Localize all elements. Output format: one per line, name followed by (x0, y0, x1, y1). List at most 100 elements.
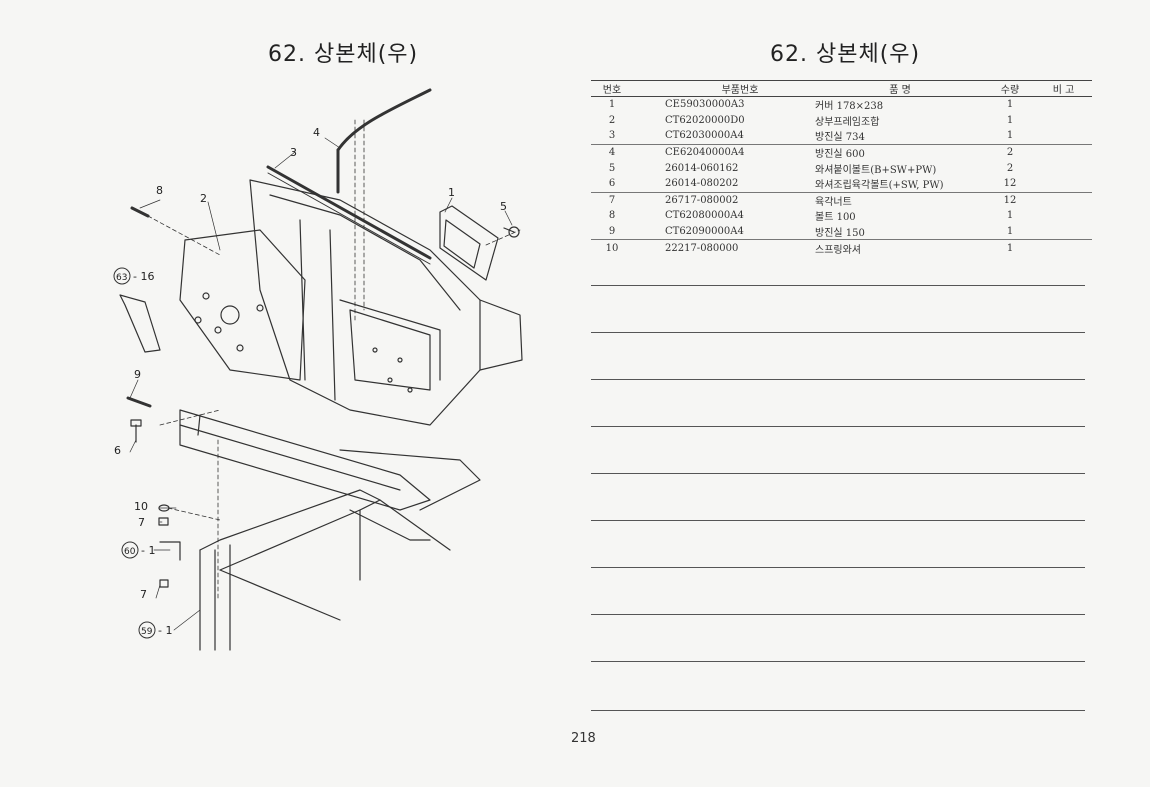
table-row: 9 CT62090000A4 방진실 150 1 (591, 224, 1092, 240)
table-row: 10 22217-080000 스프링와셔 1 (591, 239, 1092, 256)
callout-6: 6 (114, 444, 121, 457)
ref-59-circle (138, 621, 156, 639)
row-remarks (1035, 128, 1092, 144)
bolt-100 (130, 206, 150, 218)
row-remarks (1035, 160, 1092, 176)
row-name: 와셔조립육각볼트(+SW, PW) (815, 180, 944, 192)
header-no: 번호 (591, 80, 633, 97)
row-qty: 1 (1006, 226, 1014, 238)
row-no: 1 (608, 99, 616, 111)
table-row: 8 CT62080000A4 볼트 100 1 (591, 208, 1092, 224)
row-remarks (1035, 191, 1092, 209)
ref-63: 63 (116, 273, 127, 283)
row-part-no: CE59030000A3 (665, 99, 745, 111)
ref-59-suffix: - 1 (158, 624, 172, 637)
callout-7b: 7 (140, 588, 147, 601)
row-name: 방진실 150 (815, 228, 865, 240)
parts-diagram: 1 2 3 4 5 6 7 7 8 9 10 63 - 16 60 - 1 59… (113, 88, 523, 651)
page-title-left: 62. 상본체(우) (268, 42, 419, 67)
parts-table: 번호 부품번호 품 명 수량 비 고 1 CE59030000A3 커버 178… (591, 80, 1092, 256)
header-name: 품 명 (815, 80, 985, 97)
row-no: 9 (608, 226, 616, 238)
callout-2: 2 (200, 192, 207, 205)
blank-ruled-line (591, 285, 1085, 286)
row-part-no: 26014-080202 (665, 178, 739, 190)
row-remarks (1035, 143, 1092, 161)
callout-1: 1 (448, 186, 455, 199)
row-remarks (1035, 208, 1092, 224)
row-qty: 1 (1006, 210, 1014, 222)
row-qty: 1 (985, 239, 1035, 256)
table-row: 2 CT62020000D0 상부프레임조합 1 (591, 113, 1092, 129)
left-side-plate (179, 229, 306, 381)
callout-10: 10 (134, 500, 148, 513)
row-remarks (1035, 97, 1092, 113)
blank-ruled-line (591, 710, 1085, 711)
blank-ruled-line (591, 520, 1085, 521)
blank-ruled-line (591, 332, 1085, 333)
row-qty: 2 (1006, 162, 1014, 174)
lower-frame (199, 489, 381, 571)
row-no: 7 (591, 191, 633, 209)
callout-3: 3 (290, 146, 297, 159)
row-qty: 1 (1006, 99, 1014, 111)
blank-ruled-line (591, 614, 1085, 615)
row-qty: 12 (1003, 178, 1017, 190)
seal-strip-734 (266, 165, 432, 260)
row-part-no: CT62030000A4 (665, 130, 744, 142)
row-no: 5 (608, 162, 616, 174)
upper-frame (249, 179, 481, 426)
blank-ruled-line (591, 473, 1085, 474)
row-name: 방진실 734 (815, 132, 865, 144)
ref-60-circle (121, 541, 139, 559)
row-name: 커버 178×238 (815, 101, 884, 113)
row-no: 4 (591, 143, 633, 161)
row-name: 상부프레임조합 (815, 116, 880, 128)
callout-9: 9 (134, 368, 141, 381)
row-name: 스프링와셔 (815, 239, 985, 256)
row-part-no: 26717-080002 (633, 191, 815, 209)
row-remarks (1035, 224, 1092, 240)
row-qty: 2 (985, 143, 1035, 161)
row-qty: 12 (985, 191, 1035, 209)
blank-ruled-line (591, 379, 1085, 380)
blank-ruled-line (591, 661, 1085, 662)
header-qty: 수량 (985, 80, 1035, 97)
table-row: 5 26014-060162 와셔붙이볼트(B+SW+PW) 2 (591, 160, 1092, 176)
seal-strip-600 (336, 88, 432, 152)
row-remarks (1035, 239, 1092, 256)
page-number: 218 (571, 731, 596, 746)
header-remarks: 비 고 (1035, 80, 1092, 97)
page-title-right: 62. 상본체(우) (770, 42, 921, 67)
row-remarks (1035, 176, 1092, 192)
row-part-no: 26014-060162 (665, 162, 739, 174)
table-row: 6 26014-080202 와셔조립육각볼트(+SW, PW) 12 (591, 176, 1092, 192)
ref-63-suffix: - 16 (133, 270, 154, 283)
row-no: 3 (608, 130, 616, 142)
ref-60-suffix: - 1 (141, 544, 155, 557)
cover-frame (439, 205, 499, 281)
callout-8: 8 (156, 184, 163, 197)
row-no: 10 (591, 239, 633, 256)
table-header-row: 번호 부품번호 품 명 수량 비 고 (591, 80, 1092, 97)
blank-ruled-line (591, 567, 1085, 568)
ref-63-circle (113, 267, 131, 285)
row-name: 볼트 100 (815, 212, 856, 224)
callout-4: 4 (313, 126, 320, 139)
row-no: 8 (608, 210, 616, 222)
row-part-no: CE62040000A4 (633, 143, 815, 161)
row-no: 6 (608, 178, 616, 190)
header-part-no: 부품번호 (633, 80, 815, 97)
table-row: 1 CE59030000A3 커버 178×238 1 (591, 97, 1092, 113)
row-no: 2 (608, 114, 616, 126)
row-qty: 1 (1006, 114, 1014, 126)
row-part-no: CT62090000A4 (665, 226, 744, 238)
lower-cross-member (179, 409, 431, 511)
table-row: 3 CT62030000A4 방진실 734 1 (591, 128, 1092, 144)
row-qty: 1 (1006, 130, 1014, 142)
row-part-no: CT62080000A4 (665, 210, 744, 222)
ref-59: 59 (141, 627, 153, 637)
row-remarks (1035, 113, 1092, 129)
table-row: 7 26717-080002 육각너트 12 (591, 191, 1092, 209)
blank-ruled-line (591, 426, 1085, 427)
